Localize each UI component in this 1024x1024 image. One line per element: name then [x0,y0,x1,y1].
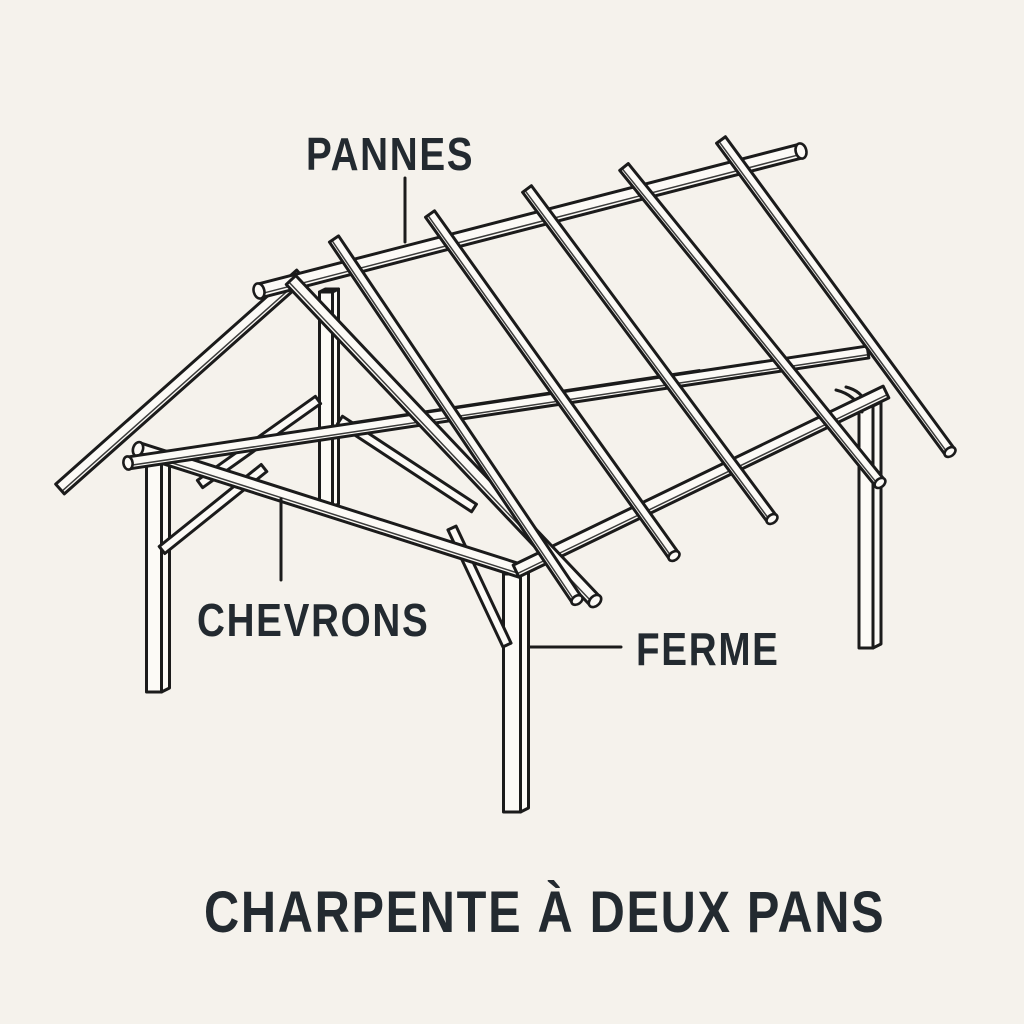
chevrons-label: CHEVRONS [197,594,430,646]
rafter-beam [424,209,681,563]
ridge-beam [252,142,808,300]
left-rafter-beam [54,268,307,496]
rafter-beam [618,162,887,490]
ferme-label: FERME [636,623,780,675]
pannes-label: PANNES [306,128,475,180]
leader-lines [279,176,623,649]
gable-strut [336,414,478,514]
post-center [502,568,530,814]
timber-frame-members [54,135,957,814]
rafter-beam [327,234,584,607]
diagram-title: CHARPENTE À DEUX PANS [204,880,886,945]
post-left [145,456,171,694]
rafter-beam [521,184,779,526]
rafter-beam [715,135,957,459]
post-right [857,400,883,650]
